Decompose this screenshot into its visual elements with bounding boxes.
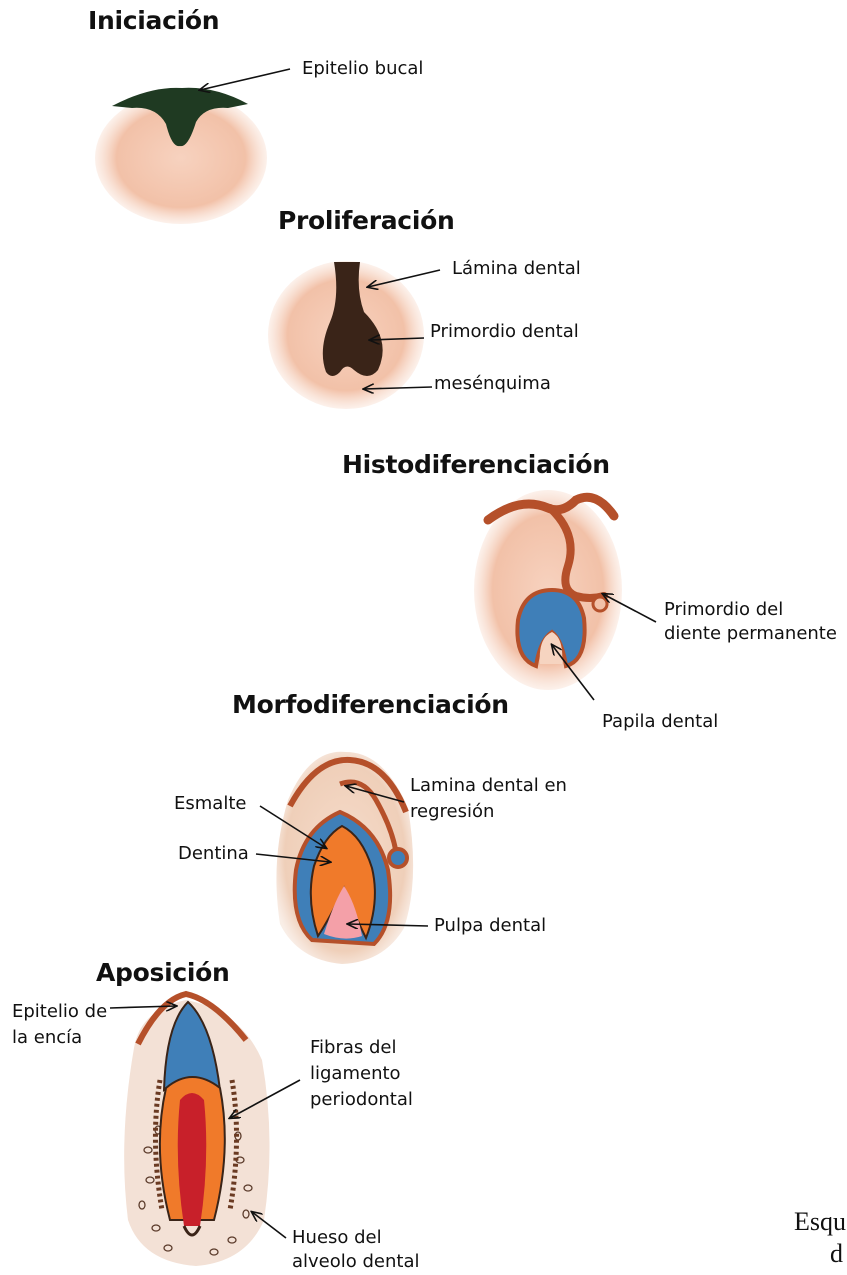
label-fibras-2: ligamento xyxy=(310,1062,401,1086)
label-fibras-1: Fibras del xyxy=(310,1036,397,1060)
iniciacion-drawing xyxy=(95,88,267,224)
heading-histodiferenciacion: Histodiferenciación xyxy=(342,450,610,479)
label-esmalte: Esmalte xyxy=(174,792,246,816)
label-epitelio-encia-1: Epitelio de xyxy=(12,1000,107,1024)
histodiferenciacion-drawing xyxy=(474,490,622,690)
aposicion-pulp xyxy=(178,1093,207,1226)
label-primordio-permanente-2: diente permanente xyxy=(664,622,837,646)
label-lamina-regresion-2: regresión xyxy=(410,800,494,824)
label-pulpa-dental: Pulpa dental xyxy=(434,914,546,938)
label-hueso-1: Hueso del xyxy=(292,1226,382,1250)
label-dentina: Dentina xyxy=(178,842,249,866)
label-epitelio-bucal: Epitelio bucal xyxy=(302,57,423,81)
label-epitelio-encia-2: la encía xyxy=(12,1026,82,1050)
label-primordio-permanente-1: Primordio del xyxy=(664,598,783,622)
label-lamina-regresion-1: Lamina dental en xyxy=(410,774,567,798)
morfodiferenciacion-successor-bud xyxy=(389,849,407,867)
aposicion-drawing xyxy=(124,994,269,1266)
proliferacion-drawing xyxy=(268,261,424,409)
label-primordio-dental: Primordio dental xyxy=(430,320,579,344)
arrow-epitelio-bucal xyxy=(200,69,290,90)
heading-morfodiferenciacion: Morfodiferenciación xyxy=(232,690,509,719)
label-mesenquima: mesénquima xyxy=(434,372,551,396)
label-fibras-3: periodontal xyxy=(310,1088,413,1112)
label-hueso-2: alveolo dental xyxy=(292,1250,420,1274)
heading-iniciacion: Iniciación xyxy=(88,6,219,35)
heading-proliferacion: Proliferación xyxy=(278,206,454,235)
primordio-permanente-bud xyxy=(593,597,607,611)
heading-aposicion: Aposición xyxy=(96,958,230,987)
caption-line-1: Esqu xyxy=(794,1206,846,1237)
label-papila-dental: Papila dental xyxy=(602,710,718,734)
caption-line-2: d xyxy=(830,1238,843,1269)
label-lamina-dental: Lámina dental xyxy=(452,257,581,281)
